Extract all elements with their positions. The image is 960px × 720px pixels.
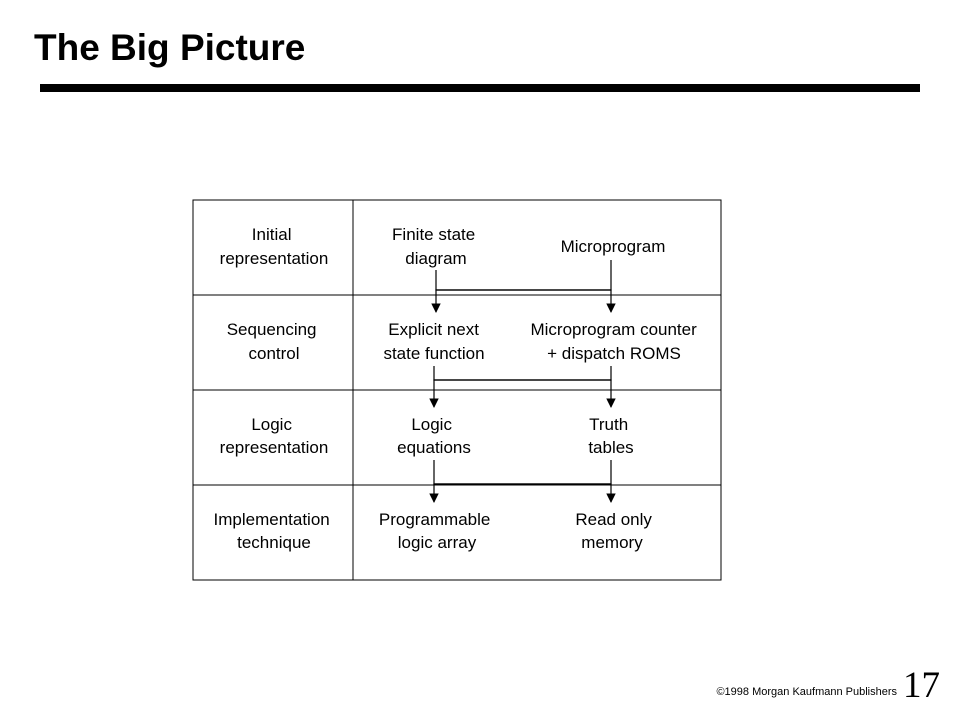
slide-footer: ©1998 Morgan Kaufmann Publishers 17 [716, 666, 940, 706]
option-explicit-next-state-function: Explicit next state function [383, 320, 484, 363]
option-microprogram-counter-dispatch-roms: Microprogram counter + dispatch ROMS [530, 320, 701, 363]
arrow-logic-equations-to-programmable-logic-array [433, 460, 616, 503]
arrow-microprogram-to-microprogram-counter [431, 260, 612, 313]
option-finite-state-diagram: Finite state diagram [392, 225, 480, 268]
arrow-microprogram-counter-to-truth-tables [429, 366, 612, 408]
option-programmable-logic-array: Programmable logic array [379, 510, 495, 552]
category-label-logic-representation: Logic representation [220, 415, 329, 457]
copyright-notice: ©1998 Morgan Kaufmann Publishers [716, 686, 897, 698]
slide-title: The Big Picture [34, 27, 306, 68]
page-number: 17 [903, 665, 940, 706]
option-truth-tables: Truth tables [588, 415, 633, 457]
arrow-truth-tables-to-read-only-memory [429, 460, 612, 503]
option-read-only-memory: Read only memory [575, 510, 656, 552]
title-underline [40, 84, 920, 92]
category-label-sequencing-control: Sequencing control [227, 320, 322, 363]
option-microprogram: Microprogram [561, 237, 666, 256]
category-label-implementation-technique: Implementation technique [214, 510, 335, 552]
option-logic-equations: Logic equations [397, 415, 471, 457]
arrow-finite-state-to-explicit-next-state [435, 270, 616, 313]
arrow-explicit-next-state-to-logic-equations [433, 366, 616, 408]
category-label-initial-representation: Initial representation [220, 225, 329, 268]
